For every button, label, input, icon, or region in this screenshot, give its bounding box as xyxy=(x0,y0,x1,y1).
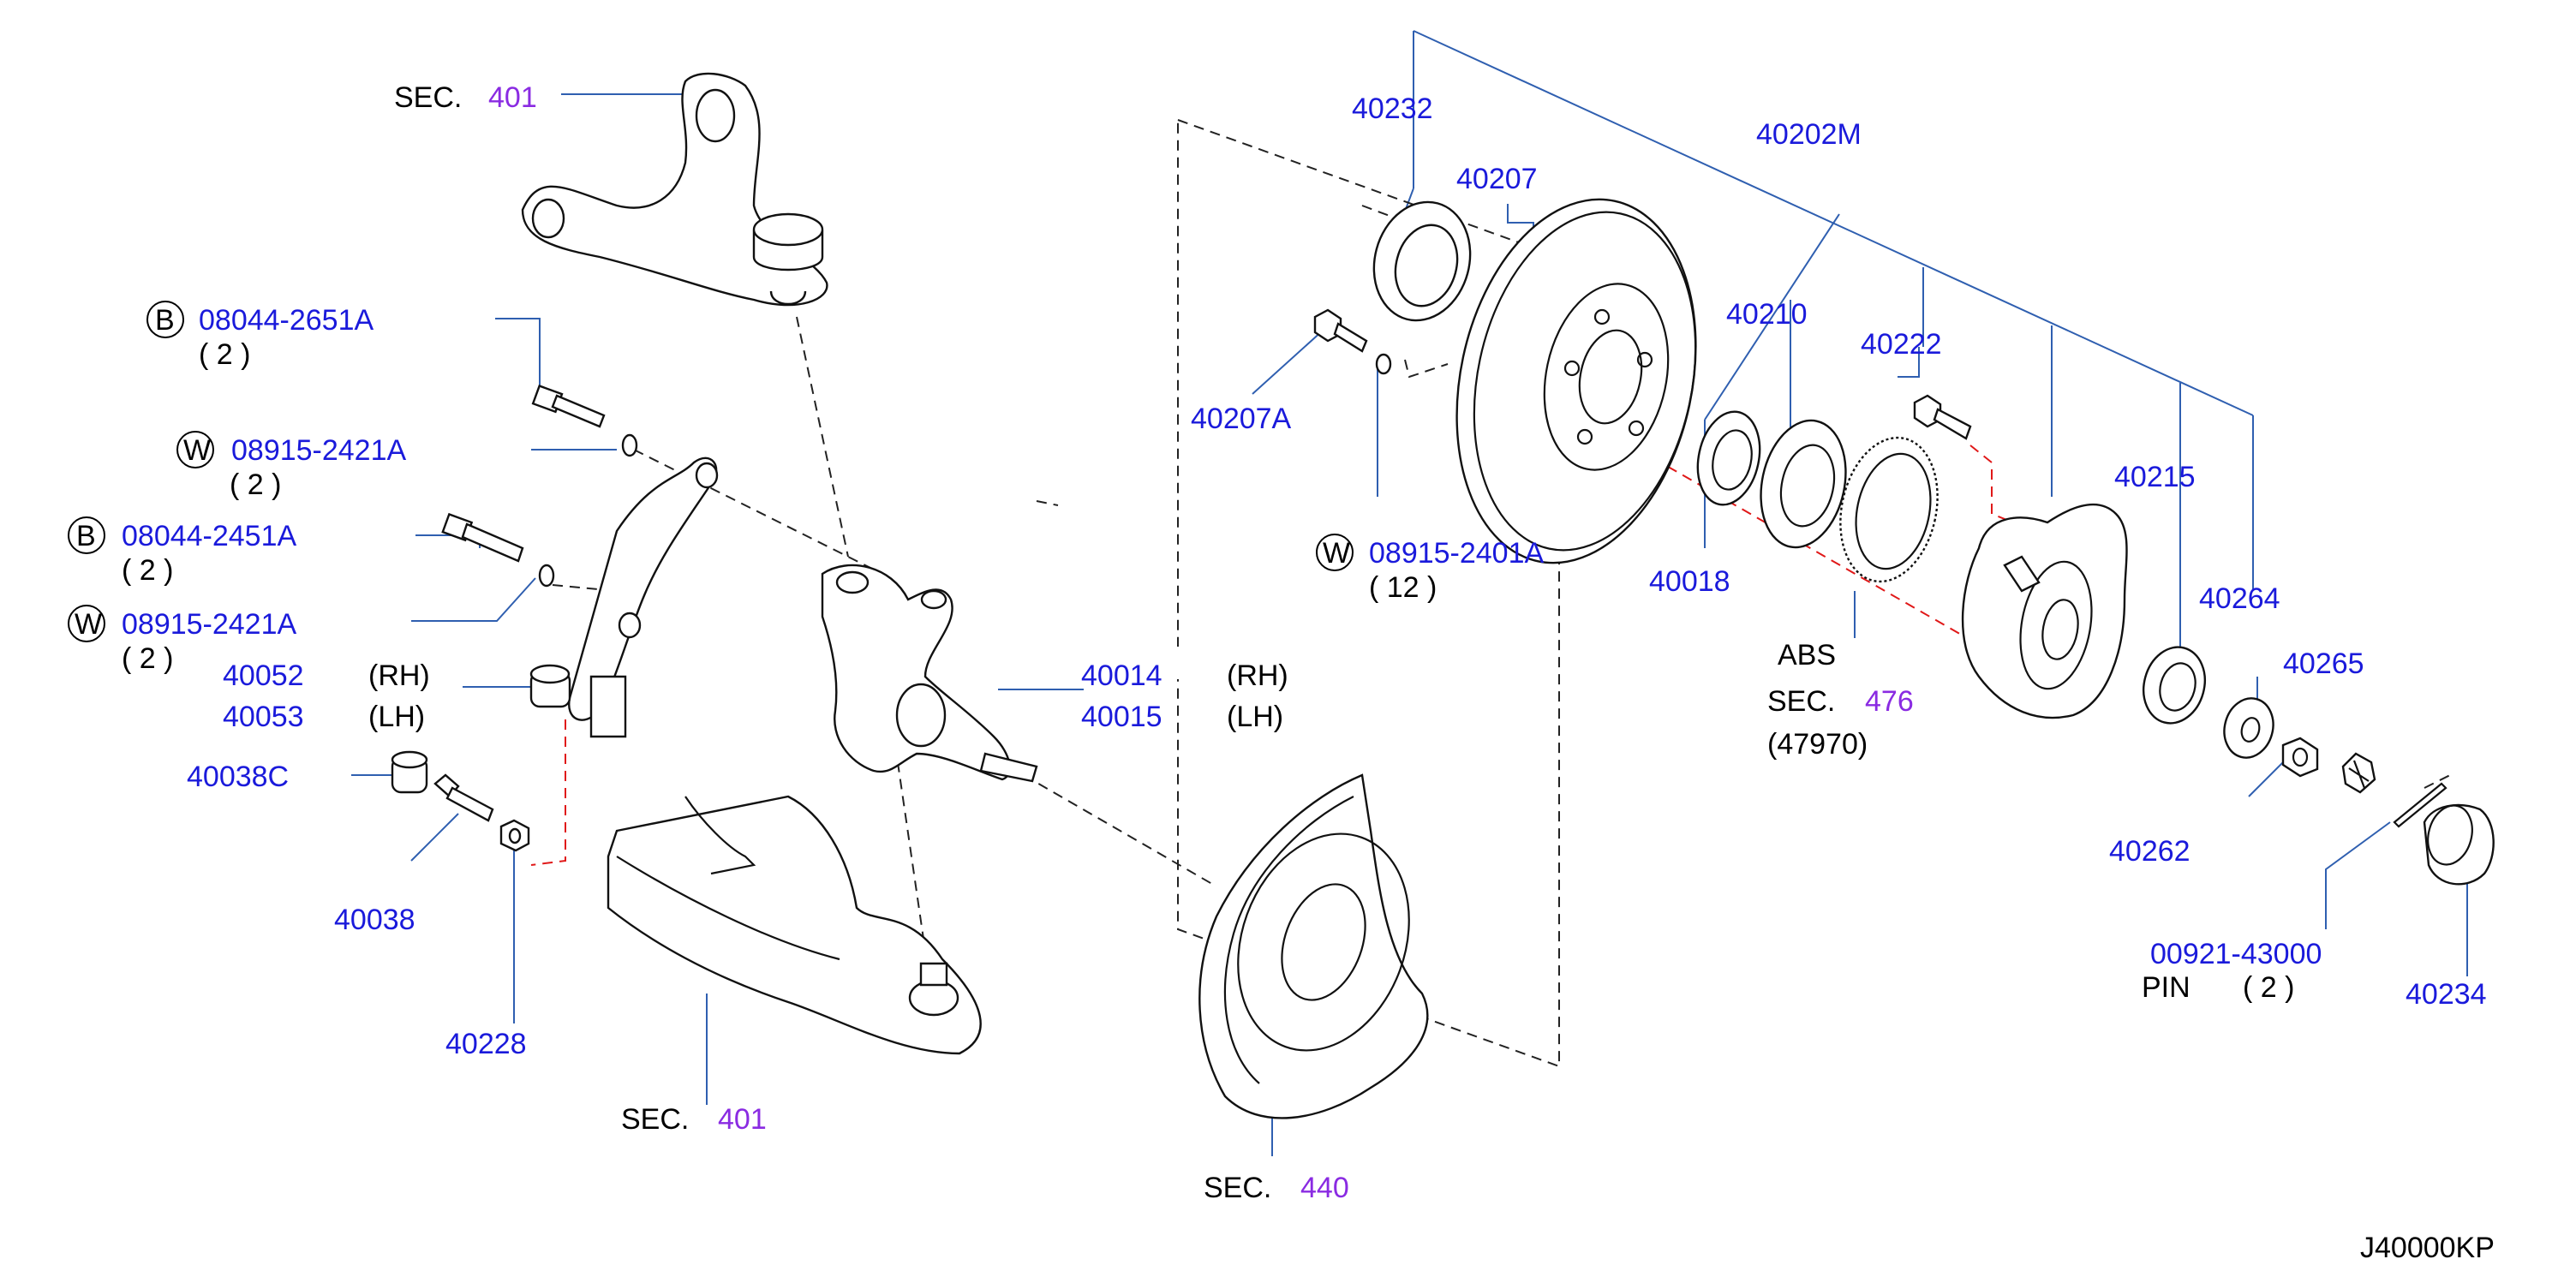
part-link-00921-43000[interactable]: 00921-43000 xyxy=(2150,938,2322,970)
diagram-id: J40000KP xyxy=(2360,1232,2495,1264)
abs-label: ABS xyxy=(1778,639,1836,671)
badge-w-2 xyxy=(68,605,105,642)
badge-w-3-letter: W xyxy=(1323,537,1350,570)
part-link-40232[interactable]: 40232 xyxy=(1352,92,1433,125)
sec-440-link[interactable]: 440 xyxy=(1300,1172,1349,1204)
part-link-b2[interactable]: 08044-2451A xyxy=(122,520,297,552)
qty-pin: ( 2 ) xyxy=(2243,971,2294,1004)
sec-440-prefix: SEC. xyxy=(1204,1172,1271,1204)
washer-2 xyxy=(538,564,555,588)
washer-1 xyxy=(621,433,638,457)
hub-bolt-40207A xyxy=(1313,308,1368,353)
abs-sensor-ring xyxy=(1839,436,1939,583)
bearing-40215 xyxy=(2143,646,2206,725)
part-link-w3[interactable]: 08915-2401A xyxy=(1369,537,1545,570)
part-link-w2[interactable]: 08915-2421A xyxy=(122,608,297,641)
part-link-40228[interactable]: 40228 xyxy=(445,1028,527,1060)
sec-476-link[interactable]: 476 xyxy=(1865,685,1914,718)
part-link-40265[interactable]: 40265 xyxy=(2283,647,2364,680)
label-lh-1: (LH) xyxy=(368,701,425,733)
nut-40228 xyxy=(499,819,530,852)
label-masks xyxy=(221,638,2287,682)
upper-control-arm xyxy=(521,72,828,307)
labels: SEC. 401 B 08044-2651A ( 2 ) W 08915-242… xyxy=(68,81,2495,1264)
part-link-40207A[interactable]: 40207A xyxy=(1191,403,1292,435)
backing-plate xyxy=(1198,773,1429,1119)
grease-seal-40232 xyxy=(1372,200,1472,322)
washer-08915-2401A xyxy=(1375,353,1392,375)
part-link-w1[interactable]: 08915-2421A xyxy=(231,434,407,467)
qty-w2: ( 2 ) xyxy=(122,642,173,675)
label-rh-2: (RH) xyxy=(1227,659,1288,692)
cotter-pin xyxy=(2393,782,2447,828)
part-link-40234[interactable]: 40234 xyxy=(2406,978,2487,1011)
badge-w-2-letter: W xyxy=(75,608,102,641)
label-lh-2: (LH) xyxy=(1227,701,1283,733)
bushing-40053 xyxy=(529,664,571,708)
bushing-40038C xyxy=(391,750,428,794)
sec-lower-link[interactable]: 401 xyxy=(718,1103,767,1136)
part-link-40038C[interactable]: 40038C xyxy=(187,761,289,793)
lock-cap-40265 xyxy=(2341,752,2376,794)
part-link-40202M[interactable]: 40202M xyxy=(1756,118,1862,151)
lower-control-arm xyxy=(607,795,982,1055)
sec-476-prefix: SEC. xyxy=(1767,685,1835,718)
badge-w-1-letter: W xyxy=(183,434,211,467)
part-link-40038[interactable]: 40038 xyxy=(334,904,415,936)
brake-rotor-40207 xyxy=(1455,198,1697,564)
badge-b-1 xyxy=(146,301,184,338)
qty-w3: ( 12 ) xyxy=(1369,571,1437,604)
grease-cap-40234 xyxy=(2423,803,2495,886)
qty-b1: ( 2 ) xyxy=(199,338,250,371)
part-link-40014[interactable]: 40014 xyxy=(1081,659,1162,692)
badge-b-1-letter: B xyxy=(155,304,175,337)
steering-knuckle xyxy=(821,564,1038,783)
bolt-08044-2651A xyxy=(531,384,606,428)
part-link-40262[interactable]: 40262 xyxy=(2109,835,2190,868)
part-link-40018[interactable]: 40018 xyxy=(1649,565,1730,598)
part-link-40215[interactable]: 40215 xyxy=(2114,461,2196,493)
badge-w-1 xyxy=(176,431,214,468)
label-rh-1: (RH) xyxy=(368,659,430,692)
bolt-40038 xyxy=(433,773,494,822)
badge-b-2 xyxy=(68,516,105,554)
hub-bolt-40222 xyxy=(1913,394,1972,440)
badge-w-3 xyxy=(1316,534,1354,571)
sec-upper-link[interactable]: 401 xyxy=(488,81,537,114)
qty-w1: ( 2 ) xyxy=(230,468,281,501)
hub-40202M xyxy=(1961,503,2128,719)
tension-rod-bracket xyxy=(568,456,719,738)
part-link-40015[interactable]: 40015 xyxy=(1081,701,1162,733)
sec-upper-prefix: SEC. xyxy=(394,81,462,114)
badge-b-2-letter: B xyxy=(76,520,96,552)
part-link-40264[interactable]: 40264 xyxy=(2199,582,2280,615)
bearing-40210 xyxy=(1760,419,1847,549)
sec-lower-prefix: SEC. xyxy=(621,1103,689,1136)
qty-b2: ( 2 ) xyxy=(122,554,173,587)
washer-40264 xyxy=(2223,697,2274,759)
part-link-40210[interactable]: 40210 xyxy=(1726,298,1808,331)
part-link-40222[interactable]: 40222 xyxy=(1861,328,1942,361)
sec-476-sub: (47970) xyxy=(1767,728,1868,761)
nut-40262 xyxy=(2281,737,2319,778)
part-link-40053[interactable]: 40053 xyxy=(223,701,304,733)
part-link-40207[interactable]: 40207 xyxy=(1456,163,1538,195)
part-link-b1[interactable]: 08044-2651A xyxy=(199,304,374,337)
part-link-40052[interactable]: 40052 xyxy=(223,659,304,692)
bearing-40018 xyxy=(1696,410,1761,506)
bolt-08044-2451A xyxy=(441,512,524,563)
pin-label: PIN xyxy=(2142,971,2190,1004)
